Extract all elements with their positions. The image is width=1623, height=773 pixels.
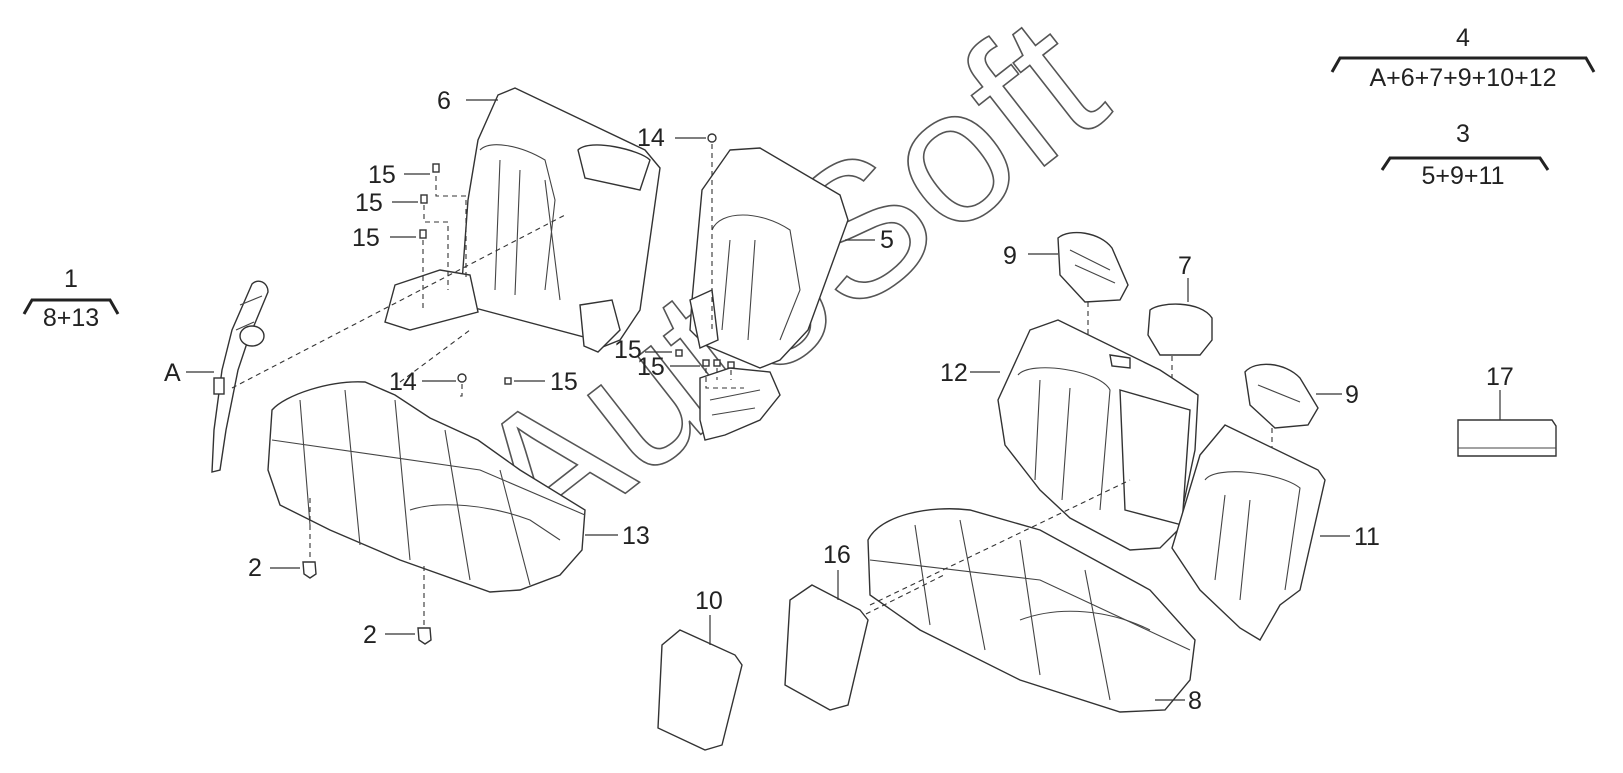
nut-part-14-b[interactable]: 14	[637, 124, 717, 330]
trim-panel-part-16[interactable]: 16	[784, 541, 947, 711]
backrest-part-12[interactable]: 12	[940, 319, 1199, 551]
svg-text:13: 13	[622, 522, 650, 550]
trim-panel-part-10[interactable]: 10	[657, 587, 743, 751]
svg-text:2: 2	[248, 554, 262, 582]
svg-text:8+13: 8+13	[43, 304, 99, 332]
backrest-part-6[interactable]: 6	[384, 87, 661, 353]
seat-cushion-part-8[interactable]: 8	[867, 479, 1202, 715]
svg-text:15: 15	[368, 161, 396, 189]
svg-text:12: 12	[940, 359, 968, 387]
svg-text:5: 5	[880, 226, 894, 254]
svg-text:9: 9	[1003, 242, 1017, 270]
svg-text:9: 9	[1345, 381, 1359, 409]
bolt-part-15-a[interactable]: 15	[368, 161, 467, 278]
svg-text:4: 4	[1456, 24, 1470, 52]
svg-text:3: 3	[1456, 120, 1470, 148]
clip-part-2-b[interactable]: 2	[363, 566, 432, 649]
seat-cushion-part-13[interactable]: 13	[267, 381, 650, 593]
headrest-part-9-b[interactable]: 9	[1244, 363, 1359, 455]
svg-text:15: 15	[637, 353, 665, 381]
seat-belt-part-a[interactable]: A	[164, 280, 269, 473]
headrest-part-9-a[interactable]: 9	[1003, 231, 1129, 338]
bolt-part-15-e[interactable]: 15	[637, 353, 744, 389]
svg-text:7: 7	[1178, 252, 1192, 280]
svg-text:11: 11	[1354, 523, 1380, 551]
svg-text:5+9+11: 5+9+11	[1422, 162, 1505, 190]
svg-text:6: 6	[437, 87, 451, 115]
group-3-label[interactable]: 3 5+9+11	[1380, 120, 1550, 190]
svg-text:15: 15	[550, 368, 578, 396]
svg-text:10: 10	[695, 587, 723, 615]
svg-text:A+6+7+9+10+12: A+6+7+9+10+12	[1370, 64, 1557, 92]
bolt-part-15-d[interactable]: 15	[614, 336, 683, 364]
module-part-17[interactable]: 17	[1457, 363, 1557, 457]
bolt-part-15-b[interactable]: 15	[355, 189, 449, 290]
svg-text:8: 8	[1188, 687, 1202, 715]
svg-text:14: 14	[389, 368, 417, 396]
group-1-label[interactable]: 1 8+13	[22, 265, 120, 332]
backrest-part-11[interactable]: 11	[1171, 424, 1380, 641]
svg-text:15: 15	[614, 336, 642, 364]
svg-text:A: A	[164, 359, 181, 387]
bolt-part-15-c[interactable]: 15	[352, 224, 427, 310]
backrest-guide-line	[399, 329, 471, 383]
svg-text:14: 14	[637, 124, 665, 152]
backrest-part-5[interactable]: 5	[689, 147, 894, 369]
nut-part-14-a[interactable]: 14	[389, 368, 467, 397]
clip-part-2-a[interactable]: 2	[248, 498, 317, 582]
svg-text:16: 16	[823, 541, 851, 569]
svg-text:2: 2	[363, 621, 377, 649]
bolt-part-15-f[interactable]: 15	[504, 368, 578, 396]
svg-text:15: 15	[355, 189, 383, 217]
svg-text:15: 15	[352, 224, 380, 252]
hinge-bracket[interactable]	[699, 367, 781, 441]
armrest-part-7[interactable]: 7	[1147, 252, 1213, 388]
svg-text:1: 1	[64, 265, 78, 293]
group-4-label[interactable]: 4 A+6+7+9+10+12	[1330, 24, 1596, 92]
svg-text:17: 17	[1486, 363, 1514, 391]
